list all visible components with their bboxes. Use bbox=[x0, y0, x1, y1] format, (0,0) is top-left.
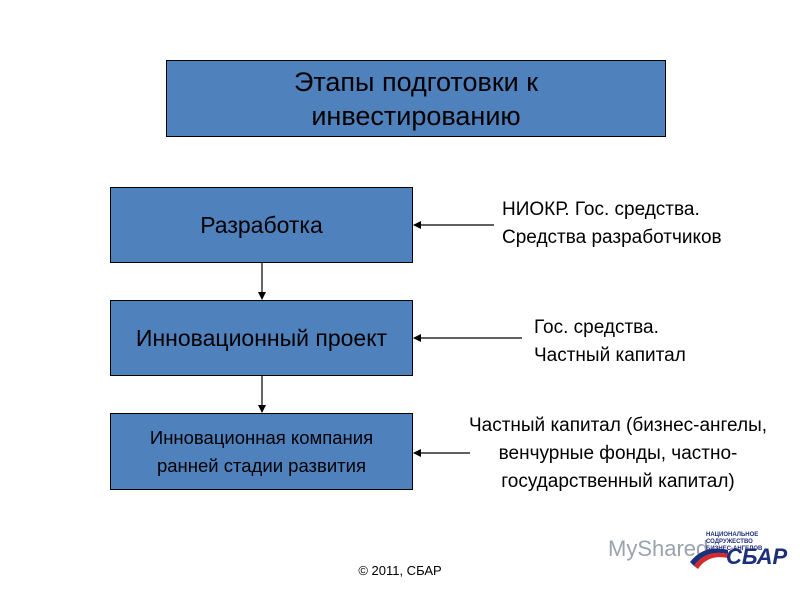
watermark-logo: MyShared bbox=[608, 536, 709, 561]
funding-source-project: Гос. средства. Частный капитал bbox=[534, 314, 686, 370]
stage-innovation-project-label: Инновационный проект bbox=[135, 324, 388, 351]
funding-source-project-line-2: Частный капитал bbox=[534, 345, 686, 366]
logo-subtitle: НАЦИОНАЛЬНОЕ СОДРУЖЕСТВО БИЗНЕС-АНГЕЛОВ bbox=[706, 532, 786, 553]
funding-source-company-line-2: венчурные фонды, частно- bbox=[498, 443, 738, 464]
funding-source-development-line-2: Средства разработчиков bbox=[502, 227, 722, 248]
funding-source-company-line-1: Частный капитал (бизнес-ангелы, bbox=[468, 415, 768, 436]
stage-early-company-label-line-1: Инновационная компания bbox=[149, 426, 374, 448]
copyright-footer: © 2011, СБАР bbox=[358, 563, 442, 578]
title-line-2: инвестированию bbox=[311, 100, 521, 131]
title-line-1: Этапы подготовки к bbox=[293, 66, 539, 97]
funding-source-company-line-3: государственный капитал) bbox=[501, 471, 735, 492]
stage-early-company-label-line-2: ранней стадии развития bbox=[156, 454, 367, 476]
stage-development-label: Разработка bbox=[200, 211, 323, 238]
logo-subtitle-line-2: БИЗНЕС-АНГЕЛОВ bbox=[706, 546, 763, 552]
flag-stripes-icon bbox=[690, 548, 728, 569]
logo-subtitle-line-1: НАЦИОНАЛЬНОЕ СОДРУЖЕСТВО bbox=[706, 532, 759, 545]
stage-development-box: Разработка bbox=[110, 187, 413, 263]
stage-early-company-box: Инновационная компания ранней стадии раз… bbox=[110, 413, 413, 490]
funding-source-company: Частный капитал (бизнес-ангелы, венчурны… bbox=[436, 412, 800, 496]
funding-source-development-line-1: НИОКР. Гос. средства. bbox=[502, 199, 700, 220]
title-box: Этапы подготовки к инвестированию bbox=[166, 60, 666, 137]
sbar-logo: MyShared НАЦИОНАЛЬНОЕ СОДРУЖЕСТВО БИЗНЕС… bbox=[608, 526, 788, 578]
stage-innovation-project-box: Инновационный проект bbox=[110, 300, 413, 376]
funding-source-development: НИОКР. Гос. средства. Средства разработч… bbox=[502, 196, 722, 252]
funding-source-project-line-1: Гос. средства. bbox=[534, 317, 659, 338]
logo-wordmark: СБАР bbox=[726, 544, 788, 569]
